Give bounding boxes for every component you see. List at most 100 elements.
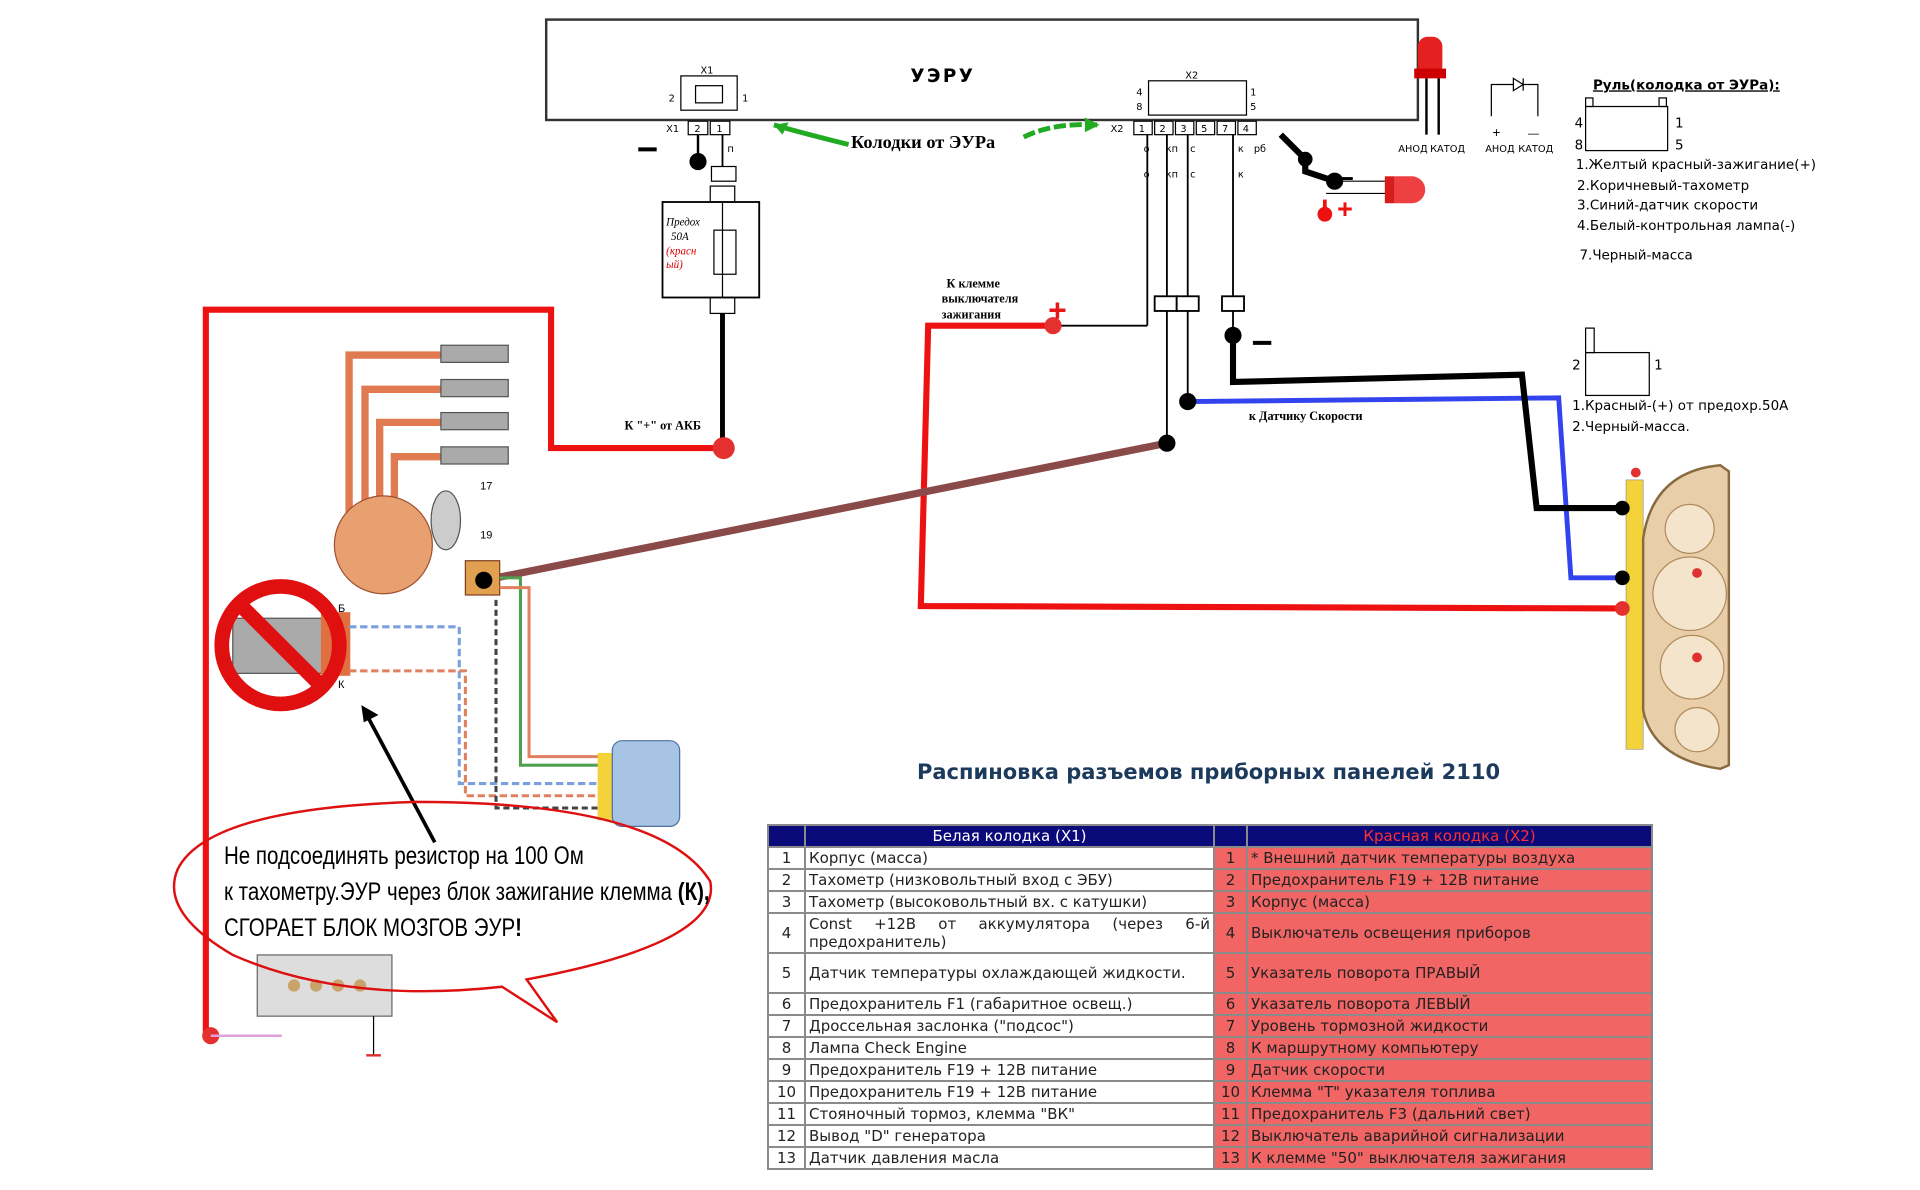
header-num	[1213, 824, 1248, 848]
pin-number-white: 1	[767, 846, 806, 870]
red-pin-function: Выключатель аварийной сигнализации	[1246, 1124, 1653, 1148]
svg-text:8: 8	[1136, 102, 1142, 113]
pin-number-white: 11	[767, 1102, 806, 1126]
svg-text:X1: X1	[666, 124, 679, 135]
ignition-label: К клемме выключателя зажигания	[942, 277, 1019, 322]
white-pin-function: Предохранитель F1 (габаритное освещ.)	[804, 992, 1215, 1016]
red-pin-function: Предохранитель F19 + 12В питание	[1246, 868, 1653, 892]
speed-sensor-wire	[1187, 395, 1623, 581]
white-pin-function: Const +12В от аккумулятора (через 6-й пр…	[804, 912, 1215, 954]
pin-number-white: 5	[767, 952, 806, 994]
svg-text:КАТОД: КАТОД	[1518, 144, 1553, 155]
pin-number-red: 5	[1213, 952, 1248, 994]
pin-number-white: 10	[767, 1080, 806, 1104]
pin-number-red: 2	[1213, 868, 1248, 892]
ignition-system-illustration: 17 19 Б К	[210, 344, 681, 1057]
x2-pin-label: 2	[1160, 124, 1166, 135]
pin-number-red: 9	[1213, 1058, 1248, 1082]
pin-number-white: 4	[767, 912, 806, 954]
pin-number-white: 13	[767, 1146, 806, 1170]
warning-line-3-text: СГОРАЕТ БЛОК МОЗГОВ ЭУР	[224, 914, 516, 942]
svg-text:с: с	[1190, 170, 1195, 181]
pin-number-red: 1	[1213, 846, 1248, 870]
white-pin-function: Вывод "D" генератора	[804, 1124, 1215, 1148]
svg-text:рб: рб	[1254, 144, 1266, 155]
tachometer-wire	[483, 439, 1168, 584]
svg-text:Б: Б	[338, 603, 345, 615]
pinout-table: Белая колодка (X1) Красная колодка (X2) …	[767, 824, 1653, 1170]
ground-point	[689, 153, 707, 171]
pin-number-red: 11	[1213, 1102, 1248, 1126]
svg-text:3.Синий-датчик скорости: 3.Синий-датчик скорости	[1577, 198, 1758, 213]
white-pin-function: Предохранитель F19 + 12В питание	[804, 1058, 1215, 1082]
x2-pin-label: 3	[1180, 124, 1186, 135]
svg-text:п: п	[727, 144, 733, 155]
connectors-label: Колодки от ЭУРа	[851, 132, 995, 152]
pin-number-white: 6	[767, 992, 806, 1016]
svg-text:выключателя: выключателя	[942, 291, 1019, 305]
warning-line-1: Не подсоединять резистор на 100 Ом	[224, 842, 584, 870]
svg-text:5: 5	[1675, 138, 1684, 153]
svg-text:2: 2	[1572, 359, 1581, 374]
red-pin-function: Выключатель освещения приборов	[1246, 912, 1653, 954]
svg-text:зажигания: зажигания	[942, 307, 1002, 321]
red-power-wire	[202, 306, 724, 1036]
x2-pin	[1133, 120, 1153, 136]
white-pin-function: Датчик давления масла	[804, 1146, 1215, 1170]
x2-pin-label: 1	[1139, 124, 1145, 135]
red-pin-function: Предохранитель F3 (дальний свет)	[1246, 1102, 1653, 1126]
white-pin-function: Тахометр (низковольтный вход с ЭБУ)	[804, 868, 1215, 892]
white-pin-function: Предохранитель F19 + 12В питание	[804, 1080, 1215, 1104]
x2-pin	[1237, 120, 1257, 136]
svg-text:1: 1	[742, 94, 748, 105]
ecu-title: УЭРУ	[910, 66, 975, 87]
red-pin-function: К маршрутному компьютеру	[1246, 1036, 1653, 1060]
x2-pin-label: 4	[1243, 124, 1249, 135]
header-num	[767, 824, 806, 848]
svg-text:к: к	[1238, 170, 1244, 181]
red-pin-function: Корпус (масса)	[1246, 890, 1653, 914]
diode-symbol-icon: + — АНОД КАТОД	[1485, 77, 1554, 155]
ecu-box	[544, 18, 1420, 122]
white-pin-function: Датчик температуры охлаждающей жидкости.	[804, 952, 1215, 994]
svg-text:8: 8	[1575, 138, 1584, 153]
pin-number-white: 8	[767, 1036, 806, 1060]
plus-sign: +	[1048, 292, 1067, 328]
svg-text:1.Красный-(+) от предохр.50А: 1.Красный-(+) от предохр.50А	[1572, 399, 1789, 414]
warning-lamp-led-icon: + −	[1278, 132, 1426, 224]
svg-text:1: 1	[1654, 359, 1663, 374]
speed-sensor-label: к Датчику Скорости	[1249, 409, 1363, 423]
instrument-cluster	[1614, 463, 1731, 771]
svg-text:19: 19	[480, 530, 492, 542]
red-pin-function: Указатель поворота ЛЕВЫЙ	[1246, 992, 1653, 1016]
pin-number-red: 3	[1213, 890, 1248, 914]
svg-text:к: к	[1238, 144, 1244, 155]
svg-text:X2: X2	[1111, 124, 1124, 135]
svg-text:К клемме: К клемме	[947, 277, 1001, 291]
white-pin-function: Дроссельная заслонка ("подсос")	[804, 1014, 1215, 1038]
svg-text:2: 2	[669, 94, 675, 105]
red-pin-function: К клемме "50" выключателя зажигания	[1246, 1146, 1653, 1170]
ignition-wire	[917, 322, 1623, 612]
header-red-connector: Красная колодка (X2)	[1246, 824, 1653, 848]
warning-line-2: к тахометру.ЭУР через блок зажигание кле…	[224, 874, 710, 910]
svg-text:2.Коричневый-тахометр: 2.Коричневый-тахометр	[1577, 179, 1749, 194]
minus-sign: −	[1251, 322, 1272, 363]
svg-text:1: 1	[1250, 87, 1256, 98]
white-pin-function: Корпус (масса)	[804, 846, 1215, 870]
svg-text:17: 17	[480, 481, 492, 493]
red-pin-function: Уровень тормозной жидкости	[1246, 1014, 1653, 1038]
svg-text:4: 4	[1136, 87, 1142, 98]
pin-number-white: 9	[767, 1058, 806, 1082]
pin-number-red: 4	[1213, 912, 1248, 954]
ground-wire	[1229, 335, 1623, 512]
red-pin-function: Клемма "Т" указателя топлива	[1246, 1080, 1653, 1104]
